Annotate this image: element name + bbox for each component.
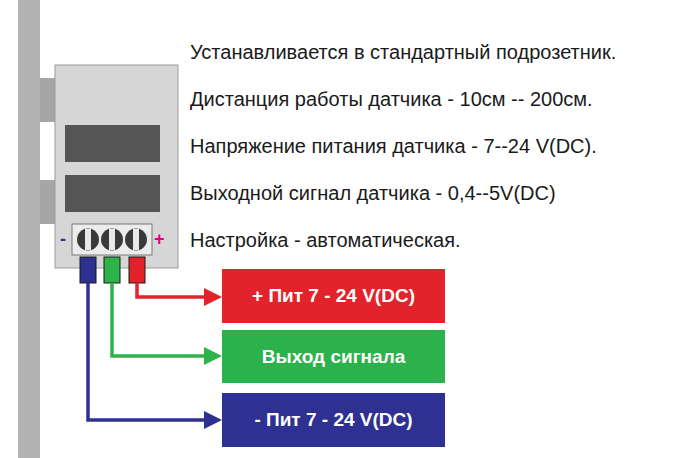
mount-tab	[40, 180, 56, 224]
arrowhead	[204, 347, 222, 365]
terminal-screws	[77, 229, 147, 251]
note-text: Устанавливается в стандартный подрозетни…	[190, 40, 616, 64]
pin-label: +	[154, 227, 165, 251]
arrowhead	[204, 288, 222, 306]
wall-strip	[18, 0, 40, 458]
signal-wire	[112, 283, 206, 356]
note-text: Настройка - автоматическая.	[190, 228, 461, 252]
note-text: Напряжение питания датчика - 7--24 V(DC)…	[190, 134, 597, 158]
wire-sleeve	[129, 257, 145, 283]
power-plus-wire	[137, 283, 206, 297]
wire-label-box: - Пит 7 - 24 V(DC)	[222, 393, 445, 447]
box-text: - Пит 7 - 24 V(DC)	[254, 409, 412, 431]
power-minus-wire	[88, 283, 206, 420]
wire-label-box: + Пит 7 - 24 V(DC)	[222, 269, 445, 323]
terminal-block	[72, 224, 152, 255]
wire-sleeve	[104, 257, 120, 283]
mount-tab	[40, 78, 56, 122]
note-text: Дистанция работы датчика - 10см -- 200см…	[190, 87, 593, 111]
arrowhead	[204, 411, 222, 429]
sensor-window	[65, 175, 160, 212]
note-text: Выходной сигнал датчика - 0,4--5V(DC)	[190, 181, 556, 205]
pin-label: -	[60, 227, 66, 251]
wire-label-box: Выход сигнала	[222, 330, 445, 383]
box-text: Выход сигнала	[262, 346, 406, 368]
wire-sleeve	[80, 257, 96, 283]
sensor-window	[65, 125, 160, 162]
box-text: + Пит 7 - 24 V(DC)	[252, 285, 415, 307]
sensor-body	[55, 65, 178, 268]
